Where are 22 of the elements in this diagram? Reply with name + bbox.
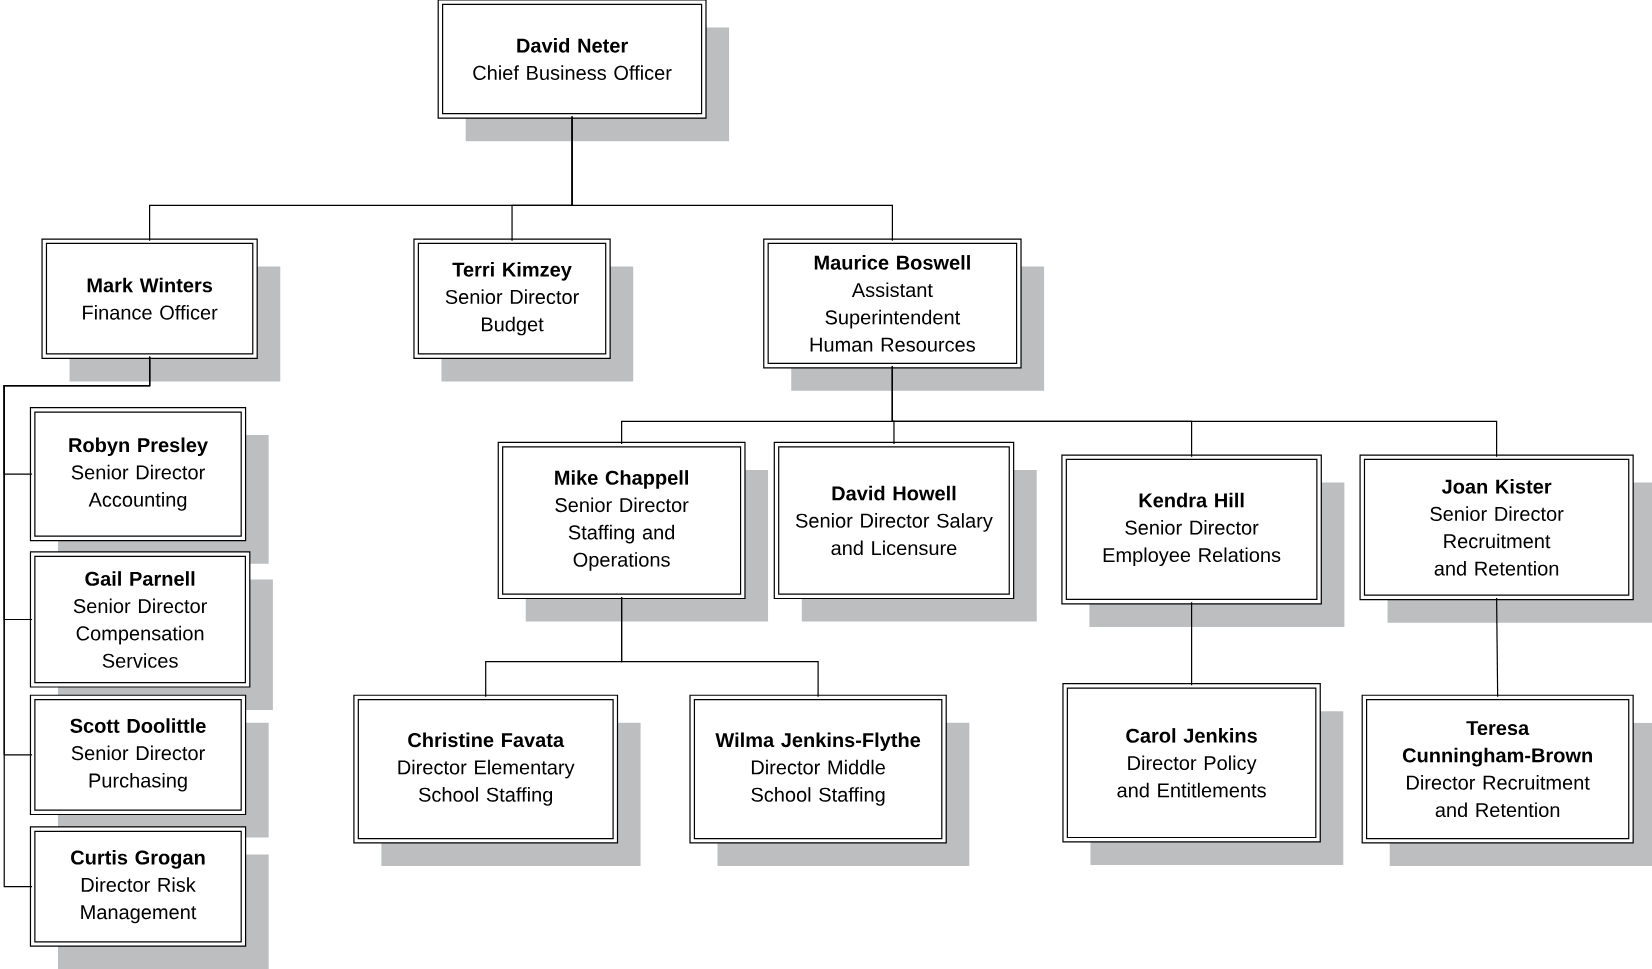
person-box: Scott Doolittle Senior Director Purchasing [29,694,269,838]
person-box: Robyn Presley Senior Director Accounting [29,407,269,564]
connector-line [1191,601,1193,686]
person-box: David Neter Chief Business Officer [437,0,730,142]
person-box: Mark Winters Finance Officer [41,238,281,382]
person-box: David Howell Senior Director Salary and Licensure [773,441,1037,622]
person-box: Terri Kimzey Senior Director Budget [413,238,634,382]
connector-line [3,356,151,888]
person-box: Maurice Boswell Assistant Superintendent Human Resources [763,238,1045,391]
person-box: Teresa Cunningham-Brown Director Recruitment and Retention [1361,694,1652,867]
person-box: Christine Favata Director Elementary School Staffing [353,694,641,867]
connector-line [891,365,1498,458]
person-box: Wilma Jenkins-Flythe Director Middle School Staffing [689,694,970,867]
person-box: Kendra Hill Senior Director Employee Relations [1061,454,1345,627]
connector-line [1496,597,1499,698]
person-box: Joan Kister Senior Director Recruitment and Retention [1359,454,1652,623]
connector-line [571,115,893,242]
person-box: Gail Parnell Senior Director Compensation Services [29,551,273,711]
connector-line [621,596,819,698]
person-box: Carol Jenkins Director Policy and Entitlements [1062,683,1344,865]
person-box: Mike Chappell Senior Director Staffing and Operations [497,441,769,622]
person-box: Curtis Grogan Director Risk Management [29,826,269,969]
